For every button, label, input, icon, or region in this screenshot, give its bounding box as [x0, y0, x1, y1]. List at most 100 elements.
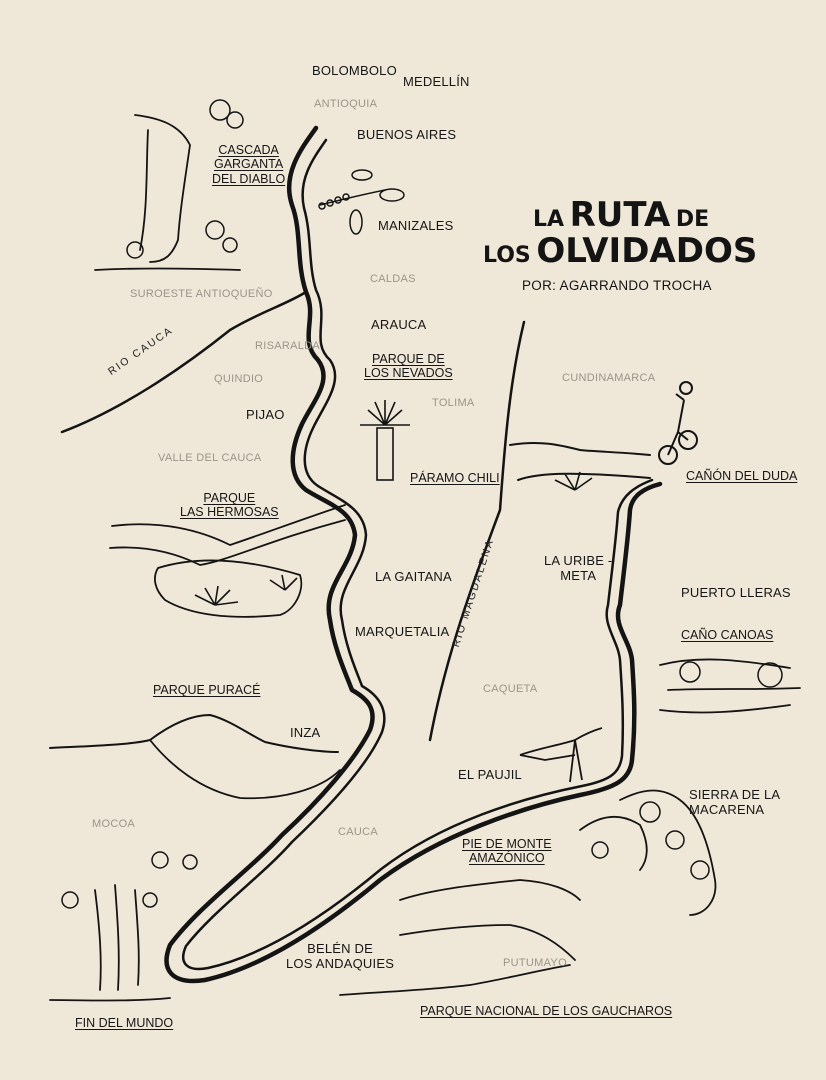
frailejon-icon	[194, 585, 239, 606]
gaucharos-canyon-2	[399, 924, 576, 961]
bird-icon	[519, 727, 603, 783]
region-mocoa: MOCOA	[92, 818, 136, 830]
place-la-uribe: LA URIBE - META	[544, 553, 613, 584]
coffee-bean	[326, 199, 334, 207]
cascada-cliff	[134, 114, 191, 263]
coffee-branch	[319, 189, 386, 206]
poi-purace: PARQUE PURACÉ	[153, 683, 261, 697]
place-marquetalia: MARQUETALIA	[355, 624, 450, 639]
map-byline: POR: AGARRANDO TROCHA	[522, 278, 712, 293]
region-putumayo: PUTUMAYO	[503, 957, 567, 969]
title-de: DE	[675, 207, 710, 232]
region-risaralda: RISARALDA	[255, 340, 321, 352]
poi-cascada: CASCADA GARGANTA DEL DIABLO	[212, 143, 285, 186]
poi-cascada-line2: GARGANTA	[213, 157, 284, 172]
bush-mark	[142, 892, 158, 908]
poi-piedemonte-line1: PIE DE MONTE	[462, 837, 552, 851]
region-caldas: CALDAS	[370, 273, 416, 285]
bush-mark	[61, 891, 79, 909]
poi-gaucharos: PARQUE NACIONAL DE LOS GAUCHAROS	[420, 1004, 673, 1018]
gaucharos-canyon-3	[339, 964, 571, 996]
bush-mark	[182, 854, 198, 870]
rio-cauca-line	[60, 290, 308, 434]
place-puerto-lleras: PUERTO LLERAS	[681, 585, 791, 600]
fin-base	[49, 997, 171, 1002]
poi-cascada-line3: DEL DIABLO	[212, 171, 286, 186]
region-tolima: TOLIMA	[432, 397, 475, 409]
coffee-bean	[334, 196, 342, 204]
bush-mark	[205, 220, 225, 240]
route-line-inner	[182, 138, 654, 971]
frailejon-trunk	[376, 427, 394, 481]
bush-mark	[679, 661, 701, 683]
frailejon-icon	[269, 574, 298, 591]
poi-nevados-line2: LOS NEVADOS	[364, 366, 453, 381]
cyclist-wheel	[658, 445, 678, 465]
title-la: LA	[533, 207, 565, 232]
place-la-gaitana: LA GAITANA	[375, 569, 452, 584]
canoas-falls	[659, 658, 801, 714]
coffee-leaf	[351, 169, 373, 181]
poi-macarena: SIERRA DE LA MACARENA	[689, 787, 781, 818]
purace-volcano	[49, 714, 339, 753]
region-quindio: QUINDIO	[214, 373, 264, 385]
hermosas-ridge-2	[109, 519, 346, 566]
duda-ridge	[509, 441, 651, 456]
place-manizales: MANIZALES	[378, 218, 454, 233]
poi-piedemonte-line2: AMAZÓNICO	[468, 851, 545, 866]
hermosas-lake	[154, 559, 303, 618]
frailejon-icon	[360, 400, 410, 426]
cyclist-head	[679, 381, 693, 395]
poi-macarena-line2: MACARENA	[689, 801, 765, 817]
bush-mark	[757, 662, 783, 688]
bush-mark	[209, 99, 231, 121]
bush-mark	[665, 830, 685, 850]
title-los: LOS	[483, 243, 531, 268]
poi-hermosas-line2: LAS HERMOSAS	[180, 505, 279, 520]
map-title-line1: LA RUTA DE	[533, 195, 710, 235]
rio-magdalena-line	[428, 320, 526, 742]
place-la-uribe-line1: LA URIBE -	[544, 553, 613, 568]
macarena-hills-2	[579, 815, 648, 871]
poi-macarena-line1: SIERRA DE LA	[689, 787, 781, 802]
gaucharos-canyon	[399, 879, 581, 901]
frailejon-icon	[554, 471, 593, 491]
duda-ridge-2	[517, 472, 651, 481]
cyclist-wheel	[678, 430, 698, 450]
place-belen-line2: LOS ANDAQUIES	[286, 955, 395, 971]
place-inza: INZA	[290, 725, 321, 740]
region-cauca: CAUCA	[338, 826, 379, 838]
coffee-leaf	[379, 188, 405, 202]
coffee-leaf	[349, 209, 363, 235]
place-la-uribe-line2: META	[560, 567, 597, 583]
bush-mark	[639, 801, 661, 823]
place-buenos-aires: BUENOS AIRES	[357, 127, 457, 142]
macarena-hills	[619, 789, 717, 916]
bush-mark	[690, 860, 710, 880]
region-antioquia: ANTIOQUIA	[314, 98, 378, 110]
place-pijao: PIJAO	[246, 407, 285, 422]
coffee-bean	[342, 193, 350, 201]
title-olvidados: OLVIDADOS	[536, 231, 758, 271]
purace-slope	[149, 739, 341, 800]
fin-waterfall	[94, 884, 140, 991]
bush-mark	[126, 241, 144, 259]
place-el-paujil: EL PAUJIL	[458, 767, 522, 782]
poi-piedemonte: PIE DE MONTE AMAZÓNICO	[462, 837, 552, 866]
bush-mark	[222, 237, 238, 253]
coffee-bean	[318, 202, 326, 210]
bush-mark	[591, 841, 609, 859]
map-title-line2: LOS OLVIDADOS	[483, 231, 758, 271]
region-caqueta: CAQUETA	[483, 683, 538, 695]
poi-canon-duda: CAÑÓN DEL DUDA	[686, 469, 798, 483]
poi-hermosas: PARQUE LAS HERMOSAS	[180, 491, 279, 520]
poi-nevados: PARQUE DE LOS NEVADOS	[364, 352, 453, 381]
region-suroeste: SUROESTE ANTIOQUEÑO	[130, 288, 273, 300]
poi-cascada-line1: CASCADA	[218, 143, 279, 157]
region-valle: VALLE DEL CAUCA	[158, 452, 262, 464]
bush-mark	[151, 851, 169, 869]
title-ruta: RUTA	[569, 195, 671, 235]
poi-fin-del-mundo: FIN DEL MUNDO	[75, 1016, 174, 1030]
place-arauca: ARAUCA	[371, 317, 427, 332]
